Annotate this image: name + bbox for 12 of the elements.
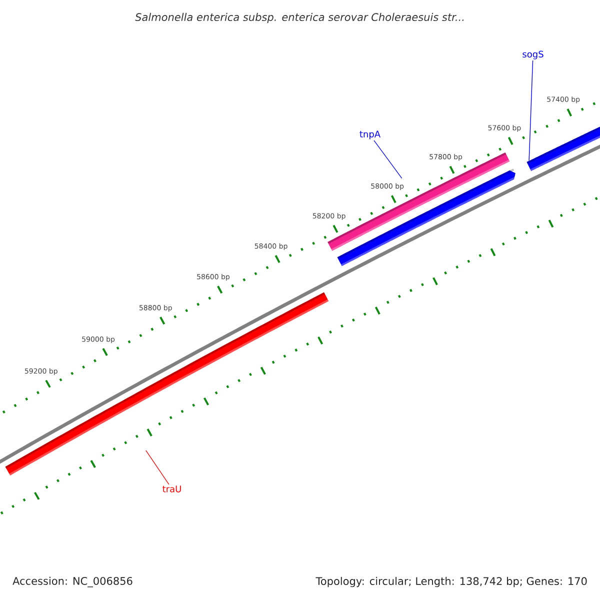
leader-line [374, 140, 402, 179]
footer-text: Topology: circular; Length: 138,742 bp; Genes: 170 [316, 576, 587, 588]
gene-label: sogS [522, 50, 544, 60]
leader-line [528, 60, 534, 162]
leader-line [146, 450, 170, 485]
footer-text: Accession: NC_006856 [12, 576, 132, 588]
gene-label: tnpA [360, 130, 380, 140]
gene-arc [5, 292, 329, 476]
gene-arc [337, 168, 518, 266]
gene-label: traU [162, 486, 181, 492]
gene-arc [526, 126, 600, 172]
title: Salmonella enterica subsp. enterica serovar Choleraesuis str... [135, 12, 464, 24]
